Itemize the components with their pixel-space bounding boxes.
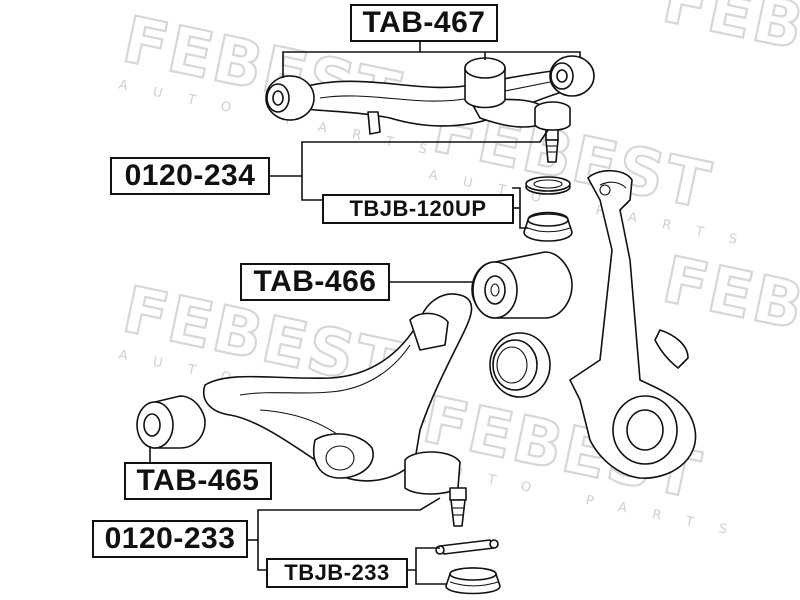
upper-arm-bushing-center: [464, 57, 506, 109]
label-0120-233: 0120-233: [92, 520, 248, 558]
label-0120-234: 0120-234: [110, 157, 270, 195]
bushing-tab-465: [136, 395, 206, 449]
lower-control-arm: [203, 293, 473, 482]
watermark-brand: FEBEST: [657, 0, 800, 94]
leader-lines: [149, 38, 581, 585]
label-tbjb-120up: TBJB-120UP: [322, 194, 514, 224]
label-tab-466: TAB-466: [240, 263, 390, 301]
upper-boot: [523, 211, 573, 242]
upper-arm-bushing-left: [265, 75, 315, 121]
watermark-5: FEBEST: [656, 0, 800, 95]
lower-ball-joint: [404, 451, 467, 527]
steering-knuckle: [569, 169, 697, 479]
label-tab-467: TAB-467: [350, 4, 498, 42]
lower-boot: [445, 567, 501, 595]
upper-ball-joint: [534, 101, 571, 163]
hub-seal: [489, 332, 551, 398]
label-tbjb-233: TBJB-233: [266, 558, 408, 588]
upper-control-arm: [299, 69, 576, 135]
upper-boot-ring: [525, 176, 571, 195]
bushing-tab-466: [471, 251, 573, 319]
label-tab-465: TAB-465: [124, 462, 272, 500]
upper-arm-bushing-right: [549, 55, 595, 97]
lower-boot-clip: [435, 539, 499, 555]
